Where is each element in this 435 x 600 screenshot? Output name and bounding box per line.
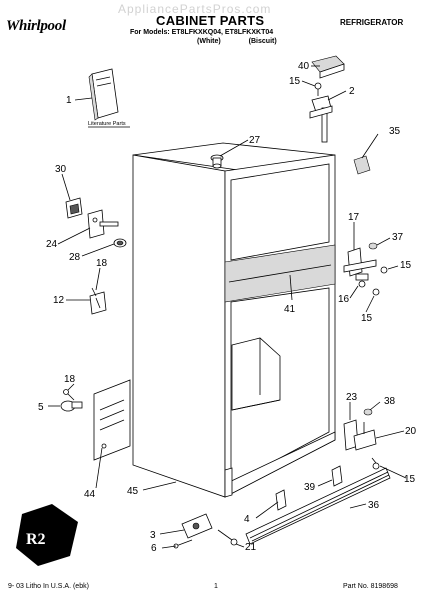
leader-lines	[48, 65, 407, 549]
callout-16: 16	[338, 294, 350, 305]
washer-upper	[368, 242, 378, 250]
variant-white: (White)	[197, 38, 221, 45]
door-handle-bracket	[65, 197, 83, 219]
callout-30: 30	[55, 164, 67, 175]
callout-24: 24	[46, 239, 58, 250]
callout-21: 21	[245, 542, 257, 553]
callout-1: 1	[66, 95, 72, 106]
washer-lower	[363, 408, 373, 416]
callout-36: 36	[368, 500, 380, 511]
side-panel-bracket	[93, 379, 131, 461]
center-hinge	[343, 247, 377, 281]
bushing	[113, 238, 127, 248]
literature-booklet	[88, 68, 119, 121]
callout-18-lower: 18	[64, 374, 76, 385]
model-numbers: For Models: ET8LFKXKQ04, ET8LFKXKT04	[130, 29, 274, 36]
callout-labels: 1 2 3 4 5 6 12 15 15 15 15 16 17 18 18 2…	[38, 61, 417, 554]
toe-grille	[245, 467, 391, 545]
callout-44: 44	[84, 489, 96, 500]
page-title: CABINET PARTS	[156, 13, 265, 28]
front-roller-left	[275, 489, 287, 511]
lower-hinge-screw	[217, 529, 238, 546]
svg-text:R2: R2	[26, 531, 46, 548]
bottom-hinge-left	[60, 400, 83, 412]
callout-23: 23	[346, 392, 358, 403]
callout-40: 40	[298, 61, 310, 72]
callout-3: 3	[150, 530, 156, 541]
hinge-cover	[311, 55, 345, 79]
callout-20: 20	[405, 426, 417, 437]
hinge-pin-upper	[89, 287, 107, 315]
color-variants: (White) (Biscuit)	[197, 38, 303, 45]
latch-assembly	[87, 209, 119, 239]
refrigerator-cabinet	[132, 142, 336, 498]
watermark: AppliancePartsPros.com	[118, 2, 272, 16]
callout-37: 37	[392, 232, 404, 243]
callout-15-mid: 15	[400, 260, 412, 271]
callout-27: 27	[249, 135, 261, 146]
bottom-hinge-right	[343, 419, 377, 451]
callout-12: 12	[53, 295, 65, 306]
hinge-screw-top	[314, 82, 322, 96]
center-hinge-screws	[358, 266, 388, 296]
callout-39: 39	[304, 482, 316, 493]
lower-hinge-bracket	[181, 513, 213, 539]
front-roller-right	[331, 465, 343, 487]
part-number: Part No. 8198698	[343, 583, 398, 590]
callout-41: 41	[284, 304, 296, 315]
repair-badge: R2	[16, 504, 78, 566]
callout-6: 6	[151, 543, 157, 554]
lower-hinge-pin	[173, 539, 193, 549]
literature-parts-label: Literature Parts	[88, 121, 126, 127]
callout-2: 2	[349, 86, 355, 97]
callout-17: 17	[348, 212, 360, 223]
callout-15-bottom: 15	[404, 474, 416, 485]
callout-45: 45	[127, 486, 139, 497]
callout-15-top: 15	[289, 76, 301, 87]
print-info: 9- 03 Litho In U.S.A. (ebk)	[8, 583, 89, 590]
callout-38: 38	[384, 396, 396, 407]
callout-18-upper: 18	[96, 258, 108, 269]
bottom-hinge-screw	[63, 389, 75, 401]
door-stop	[353, 155, 371, 175]
callout-35: 35	[389, 126, 401, 137]
page-number: 1	[214, 583, 218, 590]
callout-15-lower: 15	[361, 313, 373, 324]
appliance-category: REFRIGERATOR	[340, 18, 404, 27]
callout-5: 5	[38, 402, 44, 413]
callout-4: 4	[244, 514, 250, 525]
variant-biscuit: (Biscuit)	[248, 38, 277, 45]
top-hinge	[309, 95, 333, 143]
cabinet-plug	[210, 154, 224, 169]
leveling-screw	[371, 457, 380, 470]
callout-28: 28	[69, 252, 81, 263]
brand-logo: Whirlpool	[6, 18, 66, 34]
